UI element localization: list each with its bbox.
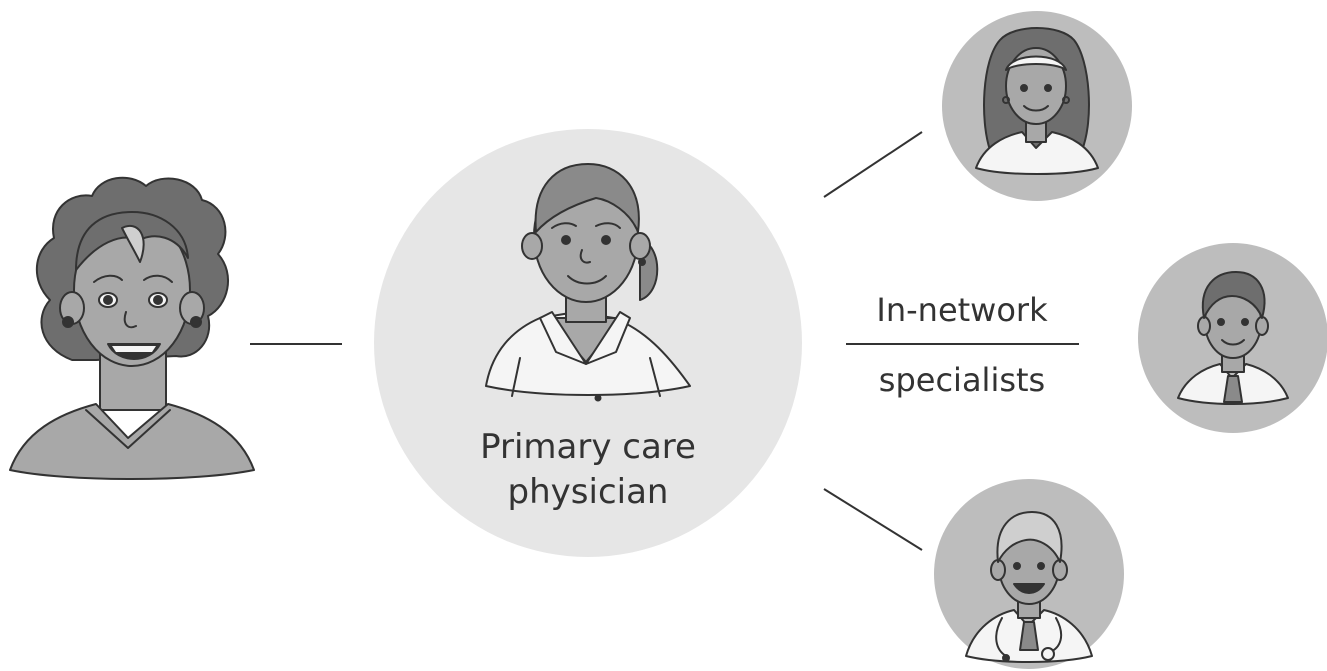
female-specialist-icon (975, 27, 1099, 175)
specialists-label: specialists (879, 361, 1045, 399)
connector-to-specialist-3 (823, 488, 923, 551)
patient-woman-icon (9, 176, 255, 480)
male-doctor-stethoscope-icon (965, 511, 1093, 663)
primary-care-label-line1: Primary care (480, 427, 696, 467)
female-physician-icon (485, 163, 691, 402)
male-specialist-icon (1177, 271, 1289, 405)
in-network-label: In-network (876, 291, 1048, 329)
primary-care-label-line2: physician (508, 472, 669, 512)
connector-to-specialist-1 (823, 131, 923, 198)
